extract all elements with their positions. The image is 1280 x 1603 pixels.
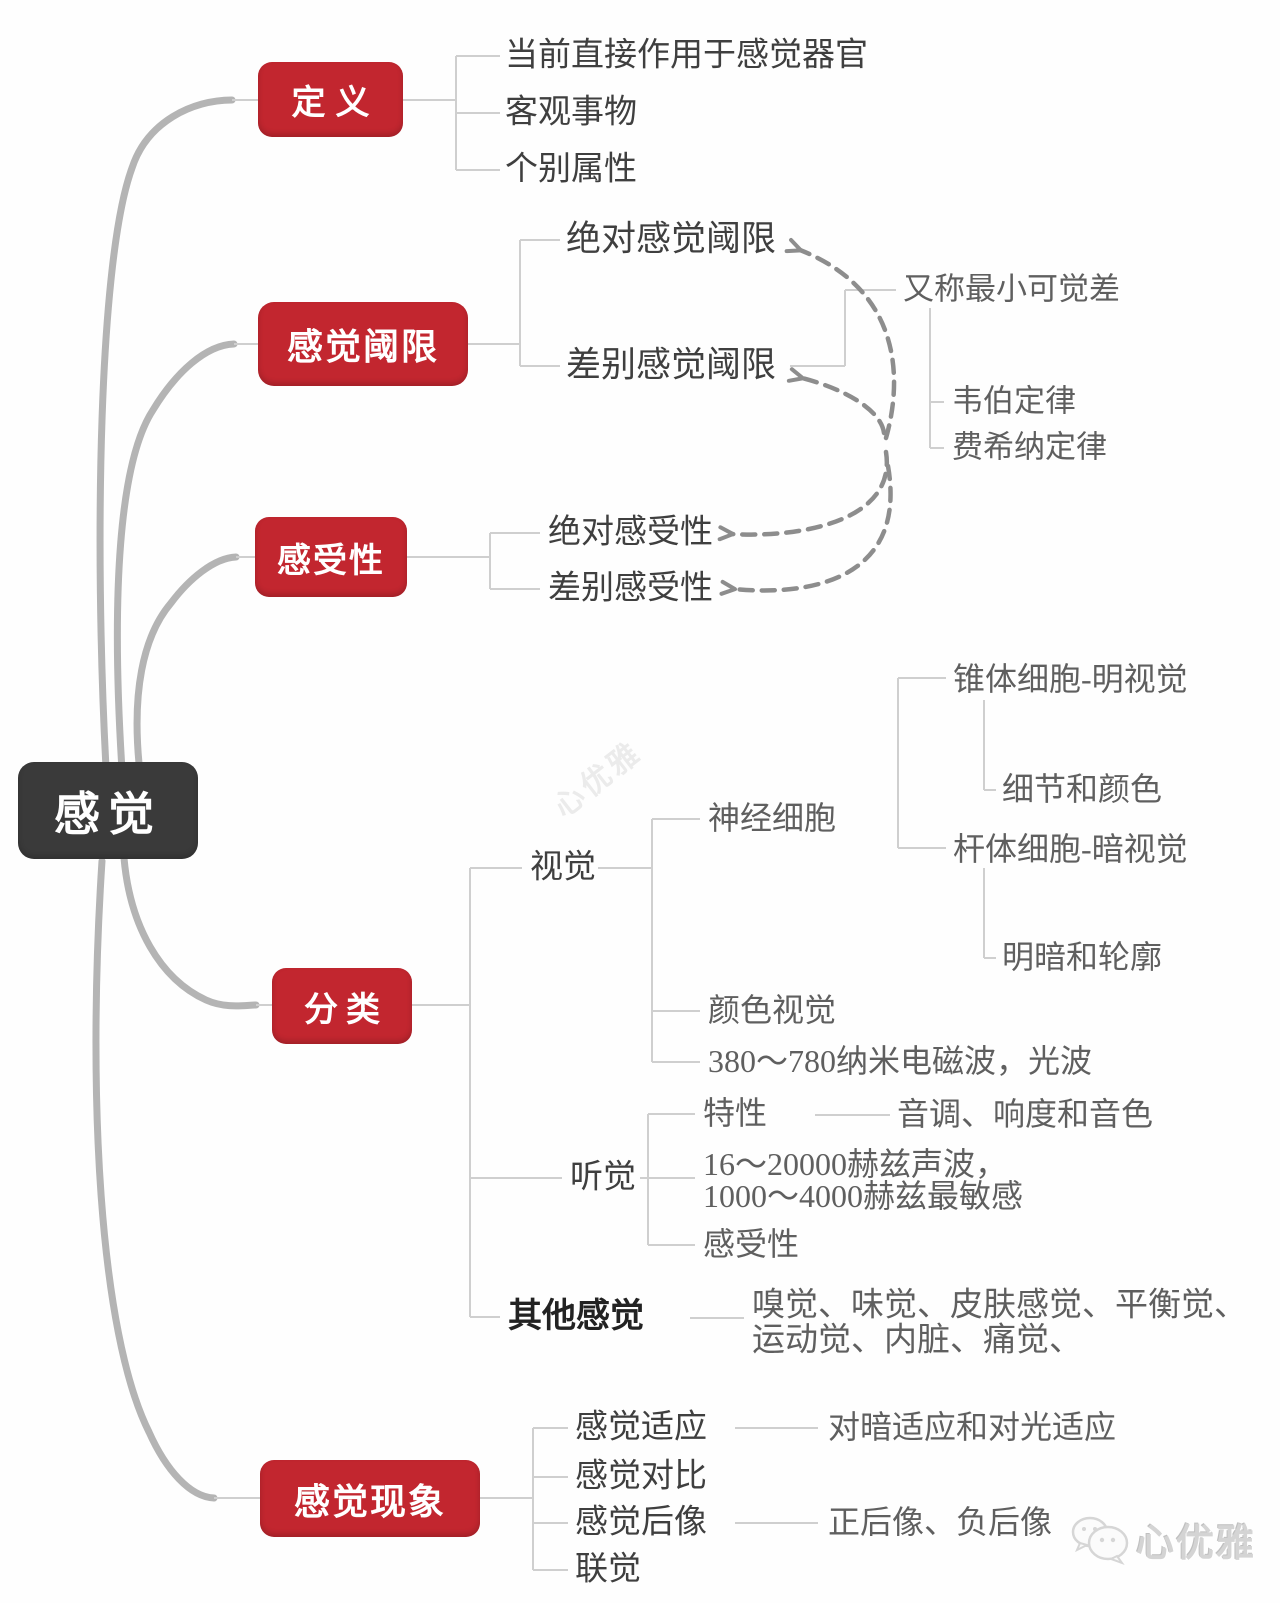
center-watermark: 心优雅 [547,735,649,825]
hearing-range-line-1[interactable]: 1000～4000赫兹最敏感 [703,1178,1024,1215]
other-senses-node[interactable]: 其他感觉 [508,1298,644,1336]
footer-watermark-text: 心优雅 [1136,1523,1257,1565]
arrow-to-difference-threshold [786,367,887,436]
definition-item-2[interactable]: 个别属性 [505,151,637,188]
hearing-range-line-0[interactable]: 16～20000赫兹声波， [703,1146,1008,1183]
contrast-node[interactable]: 感觉对比 [575,1458,707,1495]
nerve-cells-node[interactable]: 神经细胞 [708,800,837,837]
definition-label: 定义 [291,85,380,122]
sensitivity-label: 感受性 [277,542,385,580]
root-node[interactable]: 感觉 [18,762,198,859]
difference-threshold-node[interactable]: 差别感觉阈限 [566,345,777,385]
afterimage-detail-node[interactable]: 正后像、负后像 [828,1504,1053,1541]
hearing-sensitivity-node[interactable]: 感受性 [703,1226,800,1263]
difference-sensitivity-node[interactable]: 差别感受性 [548,570,713,607]
arrow-to-absolute-threshold [784,237,897,441]
definition-item-0[interactable]: 当前直接作用于感觉器官 [505,37,868,74]
adaptation-node[interactable]: 感觉适应 [575,1409,707,1446]
color-vision-node[interactable]: 颜色视觉 [708,992,837,1029]
afterimage-node[interactable]: 感觉后像 [575,1504,707,1541]
other-senses-list-line-0[interactable]: 嗅觉、味觉、皮肤感觉、平衡觉、 [752,1287,1247,1324]
root-label: 感觉 [54,788,162,840]
synesthesia-node[interactable]: 联觉 [575,1551,641,1588]
branch-sensitivity[interactable]: 感受性 [255,517,407,597]
definition-item-1[interactable]: 客观事物 [505,94,637,131]
classification-label: 分类 [304,991,388,1029]
phenomena-label: 感觉现象 [293,1481,446,1522]
cone-function-node[interactable]: 细节和颜色 [1002,771,1163,808]
cone-cells-node[interactable]: 锥体细胞-明视觉 [953,661,1188,698]
branch-threshold[interactable]: 感觉阈限 [258,302,468,386]
absolute-sensitivity-node[interactable]: 绝对感受性 [548,514,713,551]
branch-definition[interactable]: 定义 [258,62,403,137]
hearing-attribute-node[interactable]: 特性 [703,1095,768,1132]
chat-bubbles-logo-icon [1071,1516,1129,1565]
root-branch-curves [92,96,260,1502]
curve-to-threshold [113,340,238,774]
hearing-attribute-detail-node[interactable]: 音调、响度和音色 [897,1096,1154,1133]
curve-to-classification [120,854,260,1010]
branch-classification[interactable]: 分类 [272,968,412,1044]
branch-phenomena[interactable]: 感觉现象 [260,1460,480,1537]
vision-node[interactable]: 视觉 [530,849,596,886]
arrow-to-difference-sensitivity [719,463,893,596]
weber-law-node[interactable]: 韦伯定律 [952,383,1076,419]
wavelength-node[interactable]: 380～780纳米电磁波，光波 [708,1043,1093,1080]
adaptation-detail-node[interactable]: 对暗适应和对光适应 [828,1409,1117,1446]
threshold-label: 感觉阈限 [286,327,439,367]
hearing-node[interactable]: 听觉 [570,1159,636,1196]
rod-cells-node[interactable]: 杆体细胞-暗视觉 [953,831,1188,868]
curve-to-definition [96,96,236,772]
other-senses-list-line-1[interactable]: 运动觉、内脏、痛觉、 [752,1322,1082,1359]
dashed-relation-arrows [717,237,897,596]
jnd-annotation-node[interactable]: 又称最小可觉差 [903,271,1120,307]
footer-watermark: 心优雅 [1068,1492,1268,1587]
curve-to-sensitivity [133,553,240,777]
rod-function-node[interactable]: 明暗和轮廓 [1002,939,1163,976]
bracket-connectors [214,55,996,1571]
curve-to-phenomena [92,857,218,1502]
arrow-to-absolute-sensitivity [717,449,890,542]
fechner-law-node[interactable]: 费希纳定律 [952,429,1107,465]
absolute-threshold-node[interactable]: 绝对感觉阈限 [566,219,777,259]
